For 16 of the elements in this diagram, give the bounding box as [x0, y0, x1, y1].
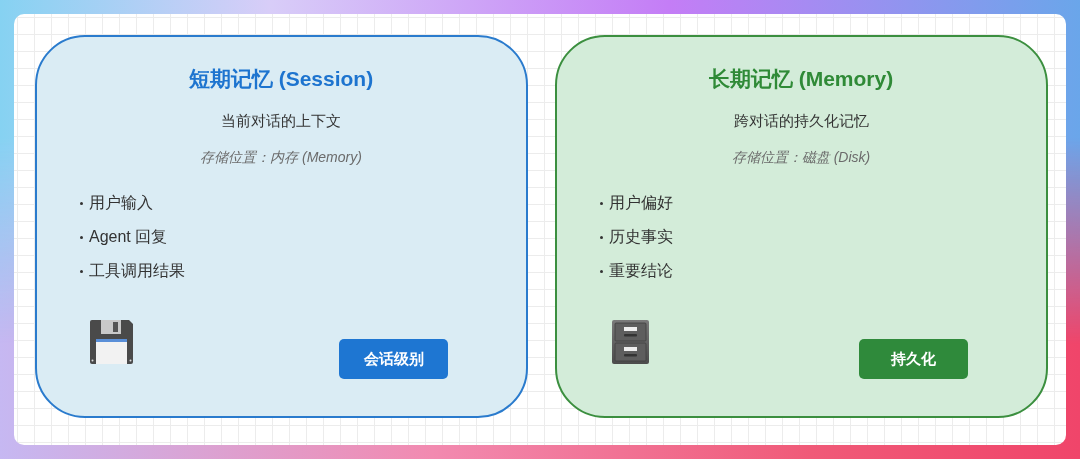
- list-item: 历史事实: [609, 227, 673, 247]
- list-item: 重要结论: [609, 261, 673, 281]
- storage-location: 存储位置：内存 (Memory): [200, 148, 362, 166]
- card-subtitle: 当前对话的上下文: [221, 111, 341, 131]
- list-item: 工具调用结果: [89, 261, 185, 281]
- badge: 持久化: [859, 339, 968, 379]
- storage-location: 存储位置：磁盘 (Disk): [731, 148, 871, 166]
- list-item: 用户输入: [89, 193, 153, 213]
- memory-card: [35, 35, 528, 418]
- card-subtitle: 跨对话的持久化记忆: [733, 111, 869, 131]
- memory-card: [555, 35, 1048, 418]
- card-title: 短期记忆 (Session): [188, 66, 374, 92]
- list-item: 用户偏好: [609, 193, 673, 213]
- badge: 会话级别: [339, 339, 448, 379]
- card-title: 长期记忆 (Memory): [708, 66, 894, 92]
- list-item: Agent 回复: [89, 227, 168, 247]
